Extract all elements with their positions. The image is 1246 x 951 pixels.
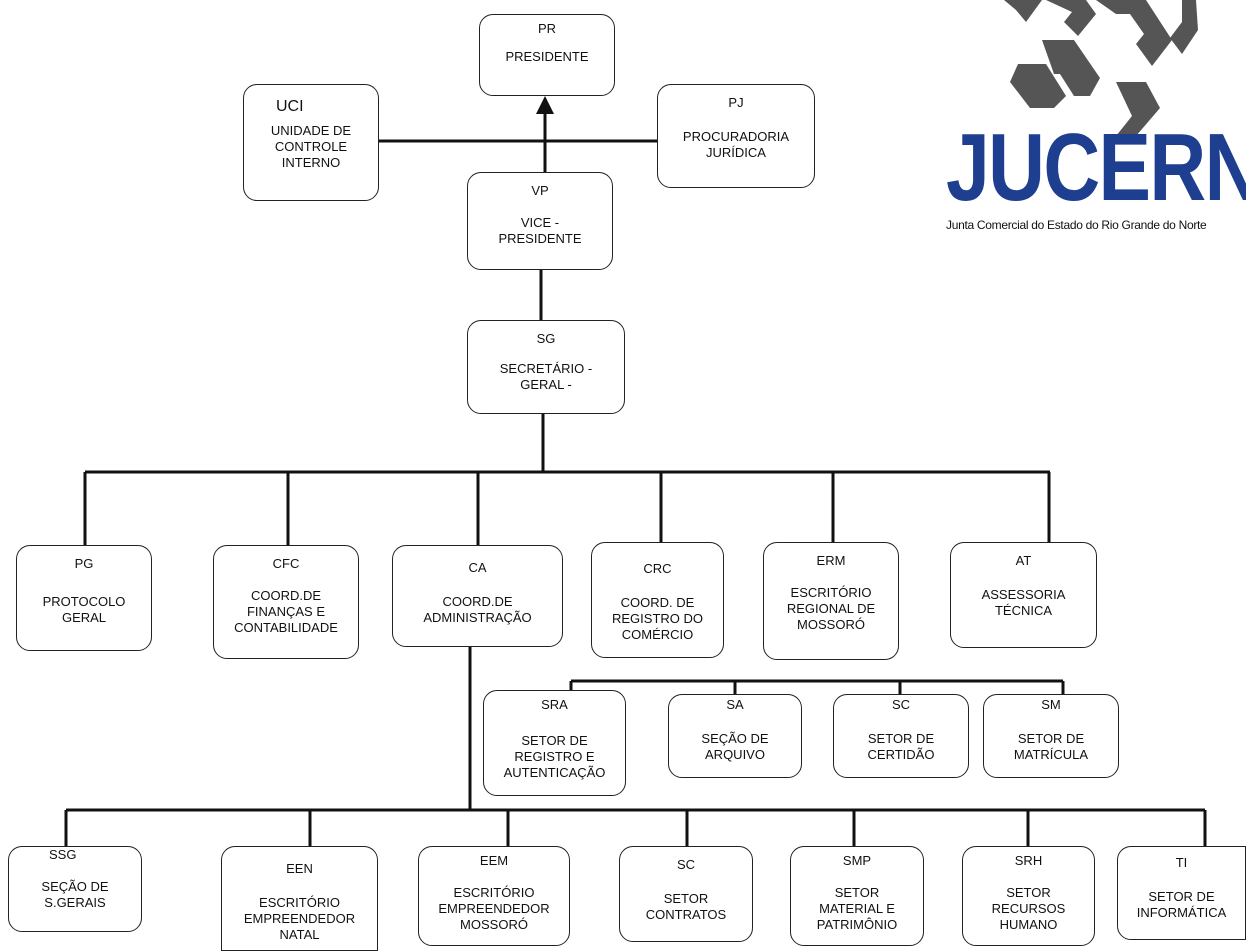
- node-pj: PJ PROCURADORIA JURÍDICA: [657, 84, 815, 188]
- node-sra-code: SRA: [541, 697, 568, 712]
- node-pj-name: PROCURADORIA JURÍDICA: [682, 129, 790, 160]
- jucern-logo: JUCERN Junta Comercial do Estado do Rio …: [946, 0, 1246, 260]
- node-pg-code: PG: [74, 556, 94, 571]
- node-eem-code: EEM: [479, 853, 509, 868]
- node-uci-name: UNIDADE DE CONTROLE INTERNO: [270, 123, 352, 170]
- node-pg: PG PROTOCOLO GERAL: [16, 545, 152, 651]
- node-cfc: CFC COORD.DE FINANÇAS E CONTABILIDADE: [213, 545, 359, 659]
- node-vp-name: VICE - PRESIDENTE: [498, 215, 582, 246]
- node-ssg: SSG SEÇÃO DE S.GERAIS: [8, 846, 142, 932]
- node-srh-name: SETOR RECURSOS HUMANO: [991, 885, 1066, 932]
- node-ssg-code: SSG: [49, 847, 77, 862]
- node-smp: SMP SETOR MATERIAL E PATRIMÔNIO: [790, 846, 924, 946]
- node-ti-name: SETOR DE INFORMÁTICA: [1136, 889, 1227, 920]
- node-srh: SRH SETOR RECURSOS HUMANO: [962, 846, 1095, 946]
- node-ti-code: TI: [1175, 855, 1188, 870]
- node-pr-name: PRESIDENTE: [505, 49, 589, 64]
- node-crc-name: COORD. DE REGISTRO DO COMÉRCIO: [611, 595, 703, 642]
- node-ca: CA COORD.DE ADMINISTRAÇÃO: [392, 545, 563, 647]
- logo-subtitle: Junta Comercial do Estado do Rio Grande …: [946, 218, 1207, 232]
- node-sc1: SC SETOR DE CERTIDÃO: [833, 694, 969, 778]
- node-ti: TI SETOR DE INFORMÁTICA: [1117, 846, 1246, 940]
- node-sm: SM SETOR DE MATRÍCULA: [983, 694, 1119, 778]
- node-erm: ERM ESCRITÓRIO REGIONAL DE MOSSORÓ: [763, 542, 899, 660]
- node-sm-name: SETOR DE MATRÍCULA: [1013, 731, 1089, 762]
- node-erm-name: ESCRITÓRIO REGIONAL DE MOSSORÓ: [786, 585, 876, 632]
- node-sc2-name: SETOR CONTRATOS: [645, 891, 727, 922]
- node-eem: EEM ESCRITÓRIO EMPREENDEDOR MOSSORÓ: [418, 846, 570, 946]
- node-smp-name: SETOR MATERIAL E PATRIMÔNIO: [816, 885, 898, 932]
- node-at: AT ASSESSORIA TÉCNICA: [950, 542, 1097, 648]
- node-een-name: ESCRITÓRIO EMPREENDEDOR NATAL: [243, 895, 356, 942]
- node-pj-code: PJ: [728, 95, 744, 110]
- node-pr: PR PRESIDENTE: [479, 14, 615, 96]
- node-srh-code: SRH: [1014, 853, 1043, 868]
- node-cfc-name: COORD.DE FINANÇAS E CONTABILIDADE: [234, 588, 338, 635]
- node-sc1-name: SETOR DE CERTIDÃO: [867, 731, 935, 762]
- node-cfc-code: CFC: [272, 556, 300, 571]
- node-ca-name: COORD.DE ADMINISTRAÇÃO: [423, 594, 532, 625]
- node-sc2: SC SETOR CONTRATOS: [619, 846, 753, 942]
- node-erm-code: ERM: [816, 553, 846, 568]
- node-ca-code: CA: [468, 560, 487, 575]
- node-sra-name: SETOR DE REGISTRO E AUTENTICAÇÃO: [503, 733, 606, 780]
- node-een: EEN ESCRITÓRIO EMPREENDEDOR NATAL: [221, 846, 378, 951]
- node-een-code: EEN: [286, 861, 313, 876]
- node-uci: UCI UNIDADE DE CONTROLE INTERNO: [243, 84, 379, 201]
- node-uci-code: UCI: [276, 98, 304, 115]
- node-smp-code: SMP: [842, 853, 872, 868]
- node-sg-name: SECRETÁRIO - GERAL -: [499, 361, 593, 392]
- node-crc-code: CRC: [643, 561, 672, 576]
- node-sa: SA SEÇÃO DE ARQUIVO: [668, 694, 802, 778]
- jucern-emblem-icon: [1004, 0, 1198, 136]
- node-sg: SG SECRETÁRIO - GERAL -: [467, 320, 625, 414]
- node-sra: SRA SETOR DE REGISTRO E AUTENTICAÇÃO: [483, 690, 626, 796]
- node-pr-code: PR: [537, 21, 557, 36]
- node-at-code: AT: [1015, 553, 1032, 568]
- node-sg-code: SG: [536, 331, 556, 346]
- logo-wordmark: JUCERN: [946, 114, 1246, 221]
- node-sc2-code: SC: [676, 857, 696, 872]
- node-sm-code: SM: [1041, 697, 1061, 712]
- node-eem-name: ESCRITÓRIO EMPREENDEDOR MOSSORÓ: [438, 885, 550, 932]
- node-sc1-code: SC: [891, 697, 911, 712]
- node-ssg-name: SEÇÃO DE S.GERAIS: [41, 879, 109, 910]
- node-crc: CRC COORD. DE REGISTRO DO COMÉRCIO: [591, 542, 724, 658]
- node-at-name: ASSESSORIA TÉCNICA: [981, 587, 1066, 618]
- node-sa-name: SEÇÃO DE ARQUIVO: [701, 731, 769, 762]
- node-sa-code: SA: [726, 697, 744, 712]
- node-vp: VP VICE - PRESIDENTE: [467, 172, 613, 270]
- node-pg-name: PROTOCOLO GERAL: [42, 594, 126, 625]
- arrow-head: [536, 96, 554, 114]
- node-vp-code: VP: [531, 183, 549, 198]
